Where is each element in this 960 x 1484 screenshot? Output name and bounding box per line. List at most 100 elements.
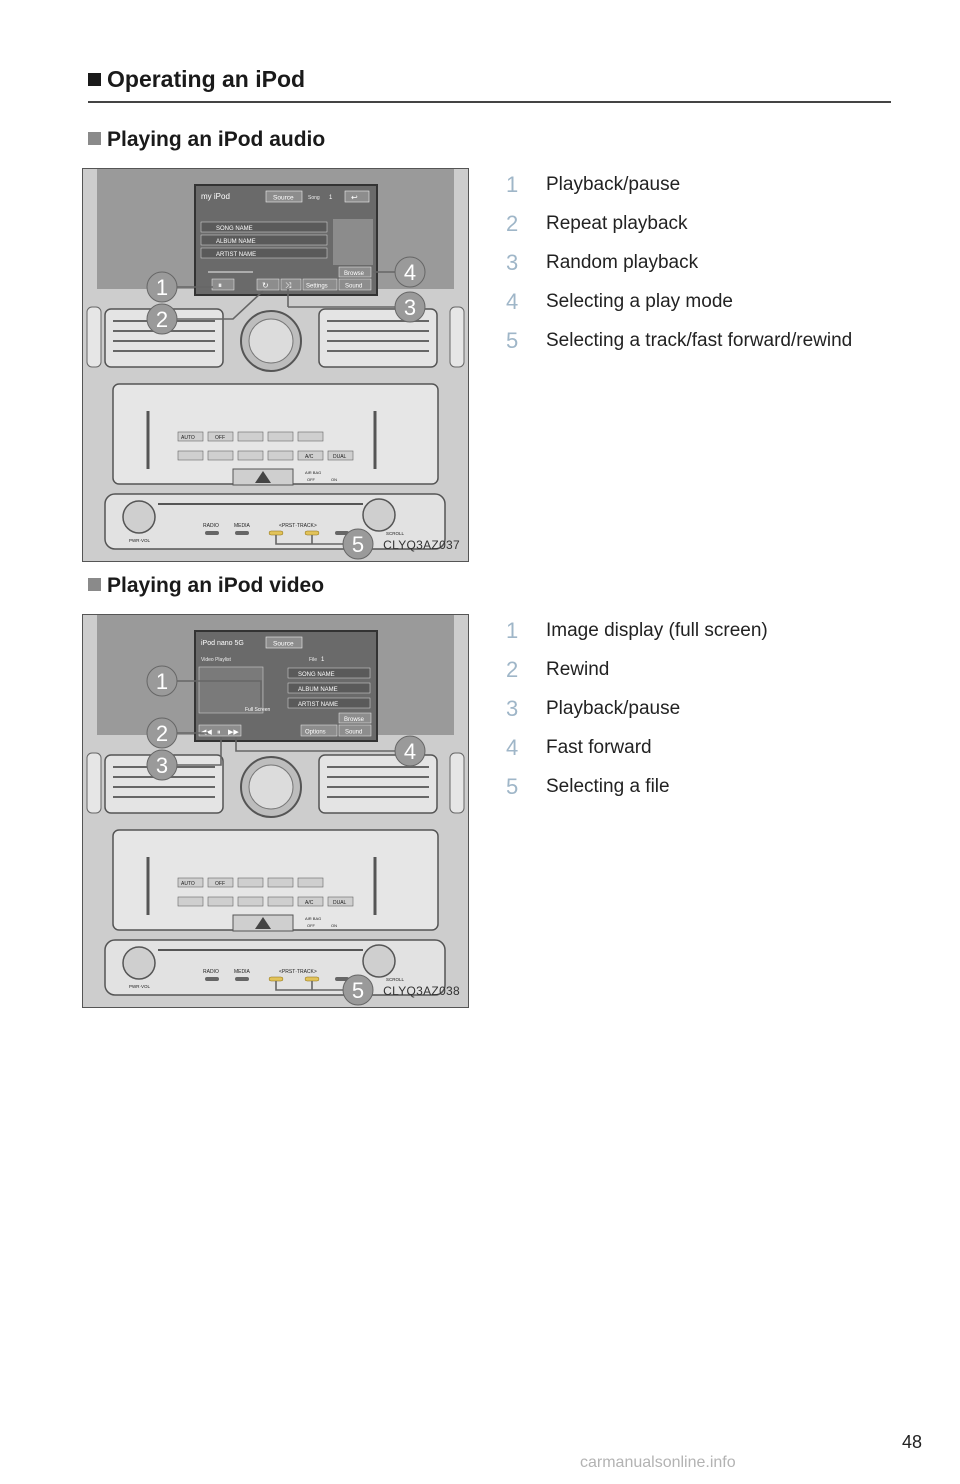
scroll-label: SCROLL	[386, 531, 405, 536]
legend-number: 4	[506, 735, 519, 760]
watermark: carmanualsonline.info	[580, 1454, 736, 1471]
off-label: OFF	[215, 881, 225, 887]
pause-icon[interactable]: ⏸	[217, 729, 221, 736]
dual-label: DUAL	[333, 900, 347, 906]
file-label: File	[309, 657, 317, 663]
song-label: Song	[308, 195, 320, 201]
callout-3: 3	[156, 753, 168, 778]
media-label: MEDIA	[234, 969, 251, 975]
subsection-bullet-icon	[88, 578, 101, 591]
legend-number: 1	[506, 172, 519, 197]
legend-text: Fast forward	[546, 737, 652, 758]
shuffle-icon[interactable]: ⤨	[285, 281, 292, 290]
ac-label: A/C	[305, 900, 314, 906]
dashboard-illustration-video: iPod nano 5G Source Video Playlist File …	[83, 615, 468, 1007]
legend-text: Selecting a file	[546, 776, 670, 797]
callout-4: 4	[404, 260, 416, 285]
legend-number: 5	[506, 328, 519, 353]
settings-button[interactable]: Settings	[306, 284, 328, 290]
callout-1: 1	[156, 275, 168, 300]
dual-label: DUAL	[333, 454, 347, 460]
figure-code: CLYQ3AZ037	[383, 538, 460, 552]
album-row[interactable]: ALBUM NAME	[216, 239, 256, 245]
sound-button[interactable]: Sound	[345, 730, 362, 736]
auto-label: AUTO	[181, 435, 195, 441]
subsection-bullet-icon	[88, 132, 101, 145]
audio-figure: my iPod Source Song 1 ↩ SONG NAME ALBUM …	[82, 168, 469, 562]
legend-number: 2	[506, 657, 519, 682]
song-row[interactable]: SONG NAME	[216, 226, 253, 232]
legend-number: 1	[506, 618, 519, 643]
page-number: 48	[901, 1432, 922, 1452]
sound-button[interactable]: Sound	[345, 284, 362, 290]
browse-button[interactable]: Browse	[344, 271, 365, 277]
airbag-label: AIR BAG	[305, 470, 321, 475]
legend-number: 4	[506, 289, 519, 314]
artist-row[interactable]: ARTIST NAME	[216, 252, 256, 258]
back-icon[interactable]: ↩	[351, 193, 358, 202]
airbag-label: AIR BAG	[305, 916, 321, 921]
pwr-vol-label: PWR·VOL	[129, 538, 150, 543]
callout-2: 2	[156, 721, 168, 746]
callout-2: 2	[156, 307, 168, 332]
legend-number: 2	[506, 211, 519, 236]
video-display[interactable]	[198, 666, 264, 714]
callout-5: 5	[352, 532, 364, 557]
legend-text: Random playback	[546, 252, 699, 273]
audio-heading: Playing an iPod audio	[88, 128, 325, 152]
airbag-off-label: OFF	[307, 923, 316, 928]
figure-code: CLYQ3AZ038	[383, 984, 460, 998]
legend-text: Playback/pause	[546, 174, 681, 195]
legend-text: Playback/pause	[546, 698, 681, 719]
source-button[interactable]: Source	[273, 195, 294, 202]
playlist-label: Video Playlist	[201, 657, 232, 663]
section-bullet-icon	[88, 73, 101, 86]
callout-3: 3	[404, 295, 416, 320]
song-row[interactable]: SONG NAME	[298, 672, 335, 678]
browse-button[interactable]: Browse	[344, 717, 365, 723]
song-number: 1	[329, 195, 333, 201]
airbag-on-label: ON	[331, 923, 337, 928]
album-row[interactable]: ALBUM NAME	[298, 687, 338, 693]
legend-number: 5	[506, 774, 519, 799]
hazard-icon	[255, 917, 271, 929]
artist-row[interactable]: ARTIST NAME	[298, 702, 338, 708]
legend-text: Rewind	[546, 659, 610, 680]
legend-text: Selecting a play mode	[546, 291, 733, 312]
section-title: Operating an iPod	[88, 66, 305, 93]
fullscreen-label[interactable]: Full Screen	[245, 707, 271, 713]
ac-label: A/C	[305, 454, 314, 460]
screen-title: my iPod	[201, 192, 230, 201]
legend-text: Selecting a track/fast forward/rewind	[546, 330, 853, 351]
callout-4: 4	[404, 739, 416, 764]
airbag-off-label: OFF	[307, 477, 316, 482]
track-label: <PRST·TRACK>	[279, 969, 317, 975]
fast-forward-icon[interactable]: ▶▶	[228, 729, 239, 736]
section-divider	[88, 101, 891, 103]
callout-5: 5	[352, 978, 364, 1003]
hazard-icon	[255, 471, 271, 483]
airbag-on-label: ON	[331, 477, 337, 482]
auto-label: AUTO	[181, 881, 195, 887]
legend-number: 3	[506, 696, 519, 721]
legend-text: Image display (full screen)	[546, 620, 768, 641]
legend-number: 3	[506, 250, 519, 275]
pwr-vol-label: PWR·VOL	[129, 984, 150, 989]
options-button[interactable]: Options	[305, 730, 326, 736]
legend-text: Repeat playback	[546, 213, 688, 234]
source-button[interactable]: Source	[273, 641, 294, 648]
video-heading: Playing an iPod video	[88, 574, 324, 598]
off-label: OFF	[215, 435, 225, 441]
repeat-icon[interactable]: ↻	[262, 281, 269, 290]
file-number: 1	[321, 657, 325, 663]
callout-1: 1	[156, 669, 168, 694]
track-label: <PRST·TRACK>	[279, 523, 317, 529]
video-figure: iPod nano 5G Source Video Playlist File …	[82, 614, 469, 1008]
scroll-label: SCROLL	[386, 977, 405, 982]
radio-label: RADIO	[203, 969, 219, 975]
screen-title: iPod nano 5G	[201, 640, 244, 647]
pause-icon[interactable]: ⏸	[218, 281, 222, 290]
media-label: MEDIA	[234, 523, 251, 529]
dashboard-illustration-audio: my iPod Source Song 1 ↩ SONG NAME ALBUM …	[83, 169, 468, 561]
radio-label: RADIO	[203, 523, 219, 529]
